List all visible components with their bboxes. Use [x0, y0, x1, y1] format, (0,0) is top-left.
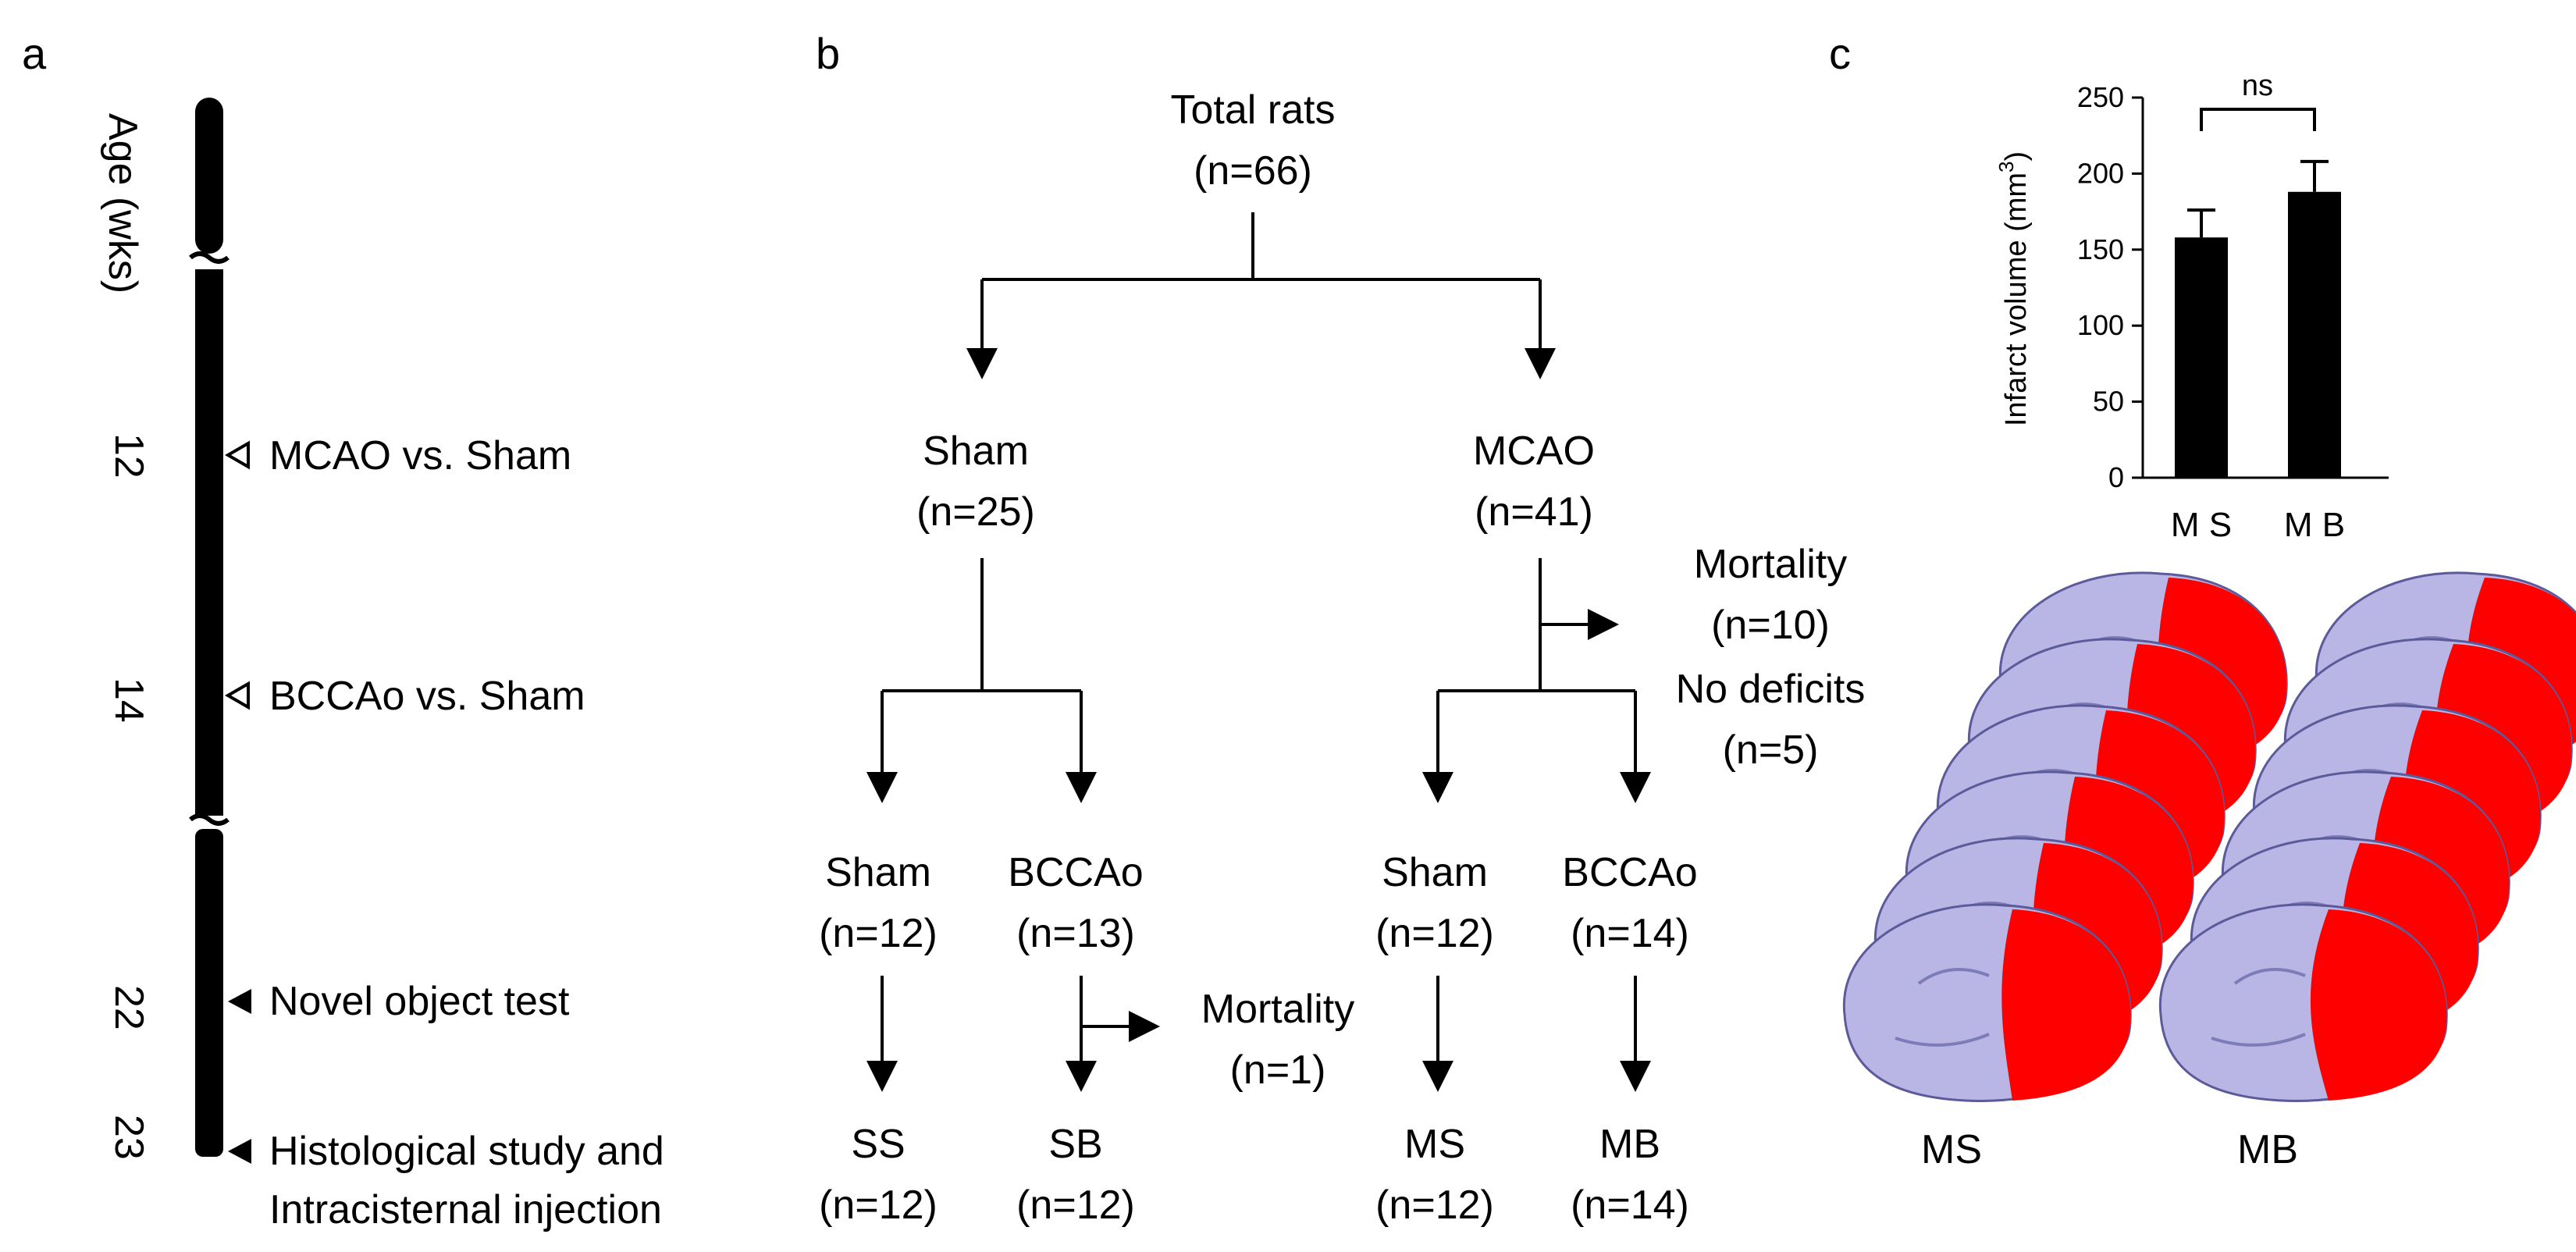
brain-stack-mb [2158, 571, 2576, 1102]
node-ms-n: (n=12) [1375, 1183, 1494, 1228]
flow-nodes: Total rats (n=66) Sham (n=25) MCAO (n=41… [819, 87, 1865, 1228]
panel-label-a: a [22, 29, 47, 78]
node-mcao-n: (n=41) [1475, 489, 1593, 535]
y-tick-label: 200 [2077, 157, 2124, 189]
node-total-rats-n: (n=66) [1194, 148, 1312, 194]
open-triangle-marker-14 [224, 681, 250, 710]
y-tick-label: 0 [2108, 461, 2124, 493]
node-sham-bccao: BCCAo [1008, 850, 1143, 895]
filled-triangle-marker-23 [228, 1139, 251, 1164]
node-mortality-mcao: Mortality [1694, 542, 1847, 587]
node-total-rats: Total rats [1171, 87, 1336, 133]
node-mb: MB [1599, 1122, 1660, 1167]
node-ss: SS [851, 1122, 905, 1167]
brain-stack-ms [1842, 571, 2288, 1102]
node-mortality-mcao-n: (n=10) [1711, 603, 1830, 648]
node-no-deficits-n: (n=5) [1723, 727, 1819, 773]
node-sham-sham: Sham [825, 850, 931, 895]
brain-label-ms: MS [1921, 1127, 1982, 1172]
filled-triangle-marker-22 [228, 989, 251, 1014]
node-mb-n: (n=14) [1571, 1183, 1689, 1228]
x-tick-label: M S [2171, 506, 2232, 544]
x-tick-label: M B [2284, 506, 2345, 544]
node-no-deficits: No deficits [1676, 667, 1866, 712]
node-mcao: MCAO [1473, 429, 1595, 474]
timeline-bar [189, 98, 229, 1157]
node-sham-n: (n=25) [916, 489, 1035, 535]
node-mcao-bccao: BCCAo [1562, 850, 1697, 895]
week-12-label: 12 [106, 433, 151, 478]
infarct-volume-chart: 0 50 100 150 200 250 M S M B Infarct volume (m… [1994, 69, 2389, 544]
bar-group [2175, 159, 2341, 478]
panel-label-b: b [816, 29, 840, 78]
y-tick-label: 150 [2077, 233, 2124, 265]
bar-mb [2288, 191, 2341, 478]
event-bccao-vs-sham: BCCAo vs. Sham [269, 674, 585, 719]
y-tick-label: 100 [2077, 309, 2124, 341]
infarct-region [2310, 909, 2447, 1101]
node-mortality-bccao: Mortality [1201, 987, 1354, 1032]
error-bar [2300, 159, 2329, 192]
error-bar [2187, 208, 2215, 238]
node-ms: MS [1404, 1122, 1465, 1167]
event-intracisternal-injection: Intracisternal injection [269, 1187, 662, 1232]
significance-bracket [2200, 108, 2316, 131]
y-tick-label: 250 [2077, 81, 2124, 113]
infarct-region [2001, 909, 2131, 1101]
event-histological-study: Histological study and [269, 1129, 664, 1174]
node-sb: SB [1048, 1122, 1102, 1167]
event-mcao-vs-sham: MCAO vs. Sham [269, 433, 571, 478]
node-mcao-sham-n: (n=12) [1375, 911, 1494, 956]
brain-label-mb: MB [2237, 1127, 2298, 1172]
node-ss-n: (n=12) [819, 1183, 938, 1228]
event-novel-object-test: Novel object test [269, 979, 570, 1024]
node-mcao-bccao-n: (n=14) [1571, 911, 1689, 956]
node-mcao-sham: Sham [1382, 850, 1488, 895]
week-14-label: 14 [106, 678, 151, 723]
brain-slice [2158, 903, 2448, 1102]
y-tick-label: 50 [2093, 386, 2124, 418]
significance-label: ns [2242, 69, 2273, 102]
week-23-label: 23 [106, 1115, 151, 1160]
y-tick-group: 0 50 100 150 200 250 [2077, 81, 2143, 493]
flow-connectors [866, 212, 1651, 1092]
node-sham-sham-n: (n=12) [819, 911, 938, 956]
node-mortality-bccao-n: (n=1) [1230, 1047, 1326, 1093]
node-sham: Sham [923, 429, 1029, 474]
open-triangle-marker-12 [224, 440, 250, 470]
y-axis-title: Infarct volume (mm3) [1994, 151, 2033, 426]
week-22-label: 22 [106, 985, 151, 1030]
timeline-axis-label: Age (wks) [100, 113, 145, 293]
panel-label-c: c [1829, 29, 1851, 78]
brain-slice [1842, 903, 2132, 1102]
node-sham-bccao-n: (n=13) [1016, 911, 1135, 956]
node-sb-n: (n=12) [1016, 1183, 1135, 1228]
bar-ms [2175, 237, 2228, 478]
